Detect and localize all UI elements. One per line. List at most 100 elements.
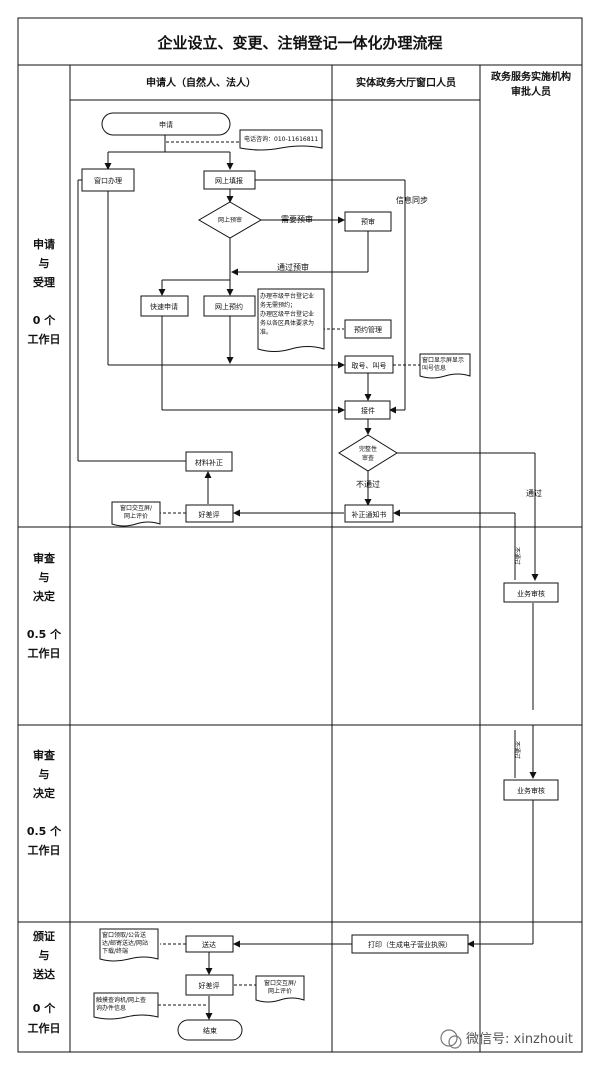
node-window-handle-label: 窗口办理 [94, 176, 122, 185]
node-completeness-line-2: 审查 [362, 454, 374, 462]
node-online-precheck-label: 网上预审 [218, 216, 242, 224]
node-window-eval-2-line-2: 网上评价 [268, 987, 292, 995]
node-business-review-1-label: 业务审核 [517, 589, 545, 598]
node-accept-label: 接件 [361, 406, 375, 415]
edge-not-pass: 不通过 [356, 479, 380, 489]
stage-3-line-2: 与 [39, 768, 50, 781]
node-booking-mgmt-label: 预约管理 [354, 325, 382, 334]
node-accept: 接件 [344, 400, 391, 420]
node-window-handle: 窗口办理 [81, 168, 135, 192]
node-window-eval-line-1: 窗口交互屏/ [120, 504, 153, 512]
node-hotline-label: 电话咨询：010-11616811 [244, 135, 318, 143]
node-screen-note: 窗口显示屏显示 叫号信息 [419, 353, 471, 379]
stage-4-days: 0 个 [33, 1001, 56, 1015]
node-take-number: 取号、叫号 [344, 355, 394, 374]
table-grid [17, 17, 583, 1053]
node-apply: 申请 [101, 112, 231, 136]
node-material-supplement: 材料补正 [185, 451, 233, 472]
node-window-eval-2-line-1: 窗口交互屏/ [264, 979, 297, 987]
stage-2-unit: 工作日 [28, 646, 61, 660]
stage-2-line-3: 决定 [33, 589, 55, 603]
edge-not-pass-vertical: 不通过 [513, 547, 521, 565]
node-booking-note-line-3: 办理区级平台登记业 [260, 310, 314, 318]
node-precheck-label: 预审 [361, 217, 375, 226]
stage-label-4: 颁证 与 送达 0 个 工作日 [28, 929, 61, 1035]
node-window-eval-line-2: 网上评价 [124, 512, 148, 520]
stage-4-line-2: 与 [39, 949, 50, 962]
connectors [77, 135, 539, 1020]
node-precheck: 预审 [344, 211, 392, 232]
node-business-review-2: 业务审核 [503, 779, 559, 801]
node-online-booking-label: 网上预约 [215, 302, 243, 311]
stage-label-3: 审查 与 决定 0.5 个 工作日 [27, 748, 62, 857]
column-header-approver-line1: 政务服务实施机构 [491, 70, 571, 83]
node-deliver-note-line-2: 达/邮寄送达/网站 [102, 939, 148, 947]
node-quick-apply: 快速申请 [140, 295, 189, 317]
stage-1-line-2: 与 [39, 257, 50, 270]
node-bad-review-2: 好差评 [185, 974, 234, 996]
node-query-note-line-2: 询办件信息 [96, 1004, 126, 1012]
column-header-window-staff: 实体政务大厅窗口人员 [356, 76, 456, 89]
stage-4-line-3: 送达 [32, 967, 55, 981]
edge-info-sync: 信息同步 [396, 195, 428, 205]
node-end: 结束 [177, 1019, 243, 1041]
node-quick-apply-label: 快速申请 [150, 302, 178, 311]
node-take-number-label: 取号、叫号 [352, 361, 387, 370]
node-booking-note-line-1: 办理市级平台登记业 [260, 292, 314, 300]
node-completeness: 完整性 审查 [338, 434, 398, 472]
watermark-text: 微信号: xinzhouit [466, 1032, 573, 1047]
watermark: 微信号: xinzhouit [440, 1029, 573, 1049]
node-material-supplement-label: 材料补正 [195, 458, 223, 467]
stage-3-line-1: 审查 [33, 748, 55, 762]
stage-4-unit: 工作日 [28, 1021, 61, 1035]
node-bad-review-label: 好差评 [199, 510, 220, 519]
node-deliver-note-line-1: 窗口领取/公告送 [102, 931, 146, 939]
stage-2-line-1: 审查 [33, 551, 55, 565]
stage-label-1: 申请 与 受理 0 个 工作日 [28, 237, 61, 346]
node-booking-note-line-5: 准。 [260, 328, 272, 336]
node-query-note-line-1: 触摸查询机/网上查 [96, 996, 146, 1004]
stage-1-days: 0 个 [33, 313, 56, 327]
node-correction-notice: 补正通知书 [344, 504, 394, 523]
column-header-approver-line2: 审批人员 [511, 85, 551, 98]
node-print-label: 打印（生成电子营业执照） [368, 940, 452, 949]
node-online-fill-label: 网上填报 [215, 176, 243, 185]
node-window-eval: 窗口交互屏/ 网上评价 [111, 501, 161, 527]
node-window-eval-2: 窗口交互屏/ 网上评价 [255, 975, 305, 1003]
edge-pass: 通过 [526, 488, 542, 498]
node-bad-review: 好差评 [185, 504, 234, 523]
node-deliver-note-line-3: 下载/终端 [102, 947, 128, 955]
stage-3-days: 0.5 个 [27, 824, 62, 838]
node-business-review-2-label: 业务审核 [517, 786, 545, 795]
node-business-review-1: 业务审核 [503, 582, 559, 603]
stage-3-line-3: 决定 [33, 786, 55, 800]
stage-4-line-1: 颁证 [33, 929, 55, 943]
node-apply-label: 申请 [159, 120, 173, 129]
node-print: 打印（生成电子营业执照） [351, 934, 469, 954]
node-correction-notice-label: 补正通知书 [352, 510, 387, 519]
node-booking-note-line-2: 务无需预约； [260, 301, 296, 309]
node-online-fill: 网上填报 [203, 170, 256, 190]
edge-need-precheck: 需要预审 [281, 214, 313, 224]
node-booking-note: 办理市级平台登记业 务无需预约； 办理区级平台登记业 务以各区具体要求为 准。 [257, 288, 325, 352]
node-screen-note-line-2: 叫号信息 [422, 364, 446, 372]
node-online-precheck: 网上预审 [198, 201, 262, 239]
stage-3-unit: 工作日 [28, 843, 61, 857]
node-online-booking: 网上预约 [203, 295, 256, 317]
node-query-note: 触摸查询机/网上查 询办件信息 [93, 992, 159, 1020]
page-title: 企业设立、变更、注销登记一体化办理流程 [156, 34, 442, 52]
column-header-applicant: 申请人（自然人、法人） [146, 76, 256, 89]
node-hotline: 电话咨询：010-11616811 [239, 129, 323, 151]
stage-2-line-2: 与 [39, 571, 50, 584]
node-deliver-label: 送达 [202, 940, 216, 949]
stage-1-line-3: 受理 [33, 275, 55, 289]
node-booking-note-line-4: 务以各区具体要求为 [260, 319, 314, 327]
node-completeness-line-1: 完整性 [359, 445, 377, 453]
wechat-icon [440, 1029, 458, 1047]
node-screen-note-line-1: 窗口显示屏显示 [422, 356, 464, 364]
edge-not-pass-vertical-2: 不通过 [513, 741, 521, 759]
node-deliver: 送达 [185, 935, 234, 953]
stage-1-line-1: 申请 [33, 237, 55, 251]
node-deliver-note: 窗口领取/公告送 达/邮寄送达/网站 下载/终端 [99, 928, 159, 962]
